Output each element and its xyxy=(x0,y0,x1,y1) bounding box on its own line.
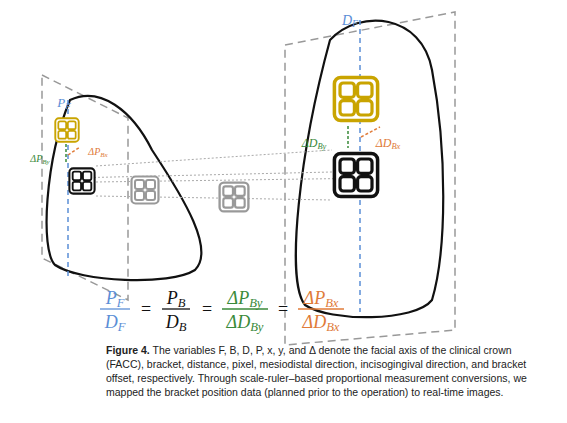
variable-subscript: F xyxy=(117,296,125,310)
variable-symbol: ΔP xyxy=(30,153,42,164)
variable-label: = xyxy=(202,300,212,318)
variable-subscript: B xyxy=(178,296,186,310)
variable-symbol: ΔP xyxy=(228,288,250,308)
caption-number: Figure 4. xyxy=(106,344,150,356)
variable-label: ΔPBx xyxy=(304,289,339,310)
figure-caption: Figure 4. The variables F, B, D, P, x, y… xyxy=(106,344,548,400)
variable-symbol: P xyxy=(167,288,178,308)
variable-subscript: F xyxy=(352,18,358,29)
variable-subscript: By xyxy=(317,142,326,151)
variable-symbol: D xyxy=(166,312,179,332)
variable-symbol: ΔP xyxy=(88,146,100,157)
variable-symbol: D xyxy=(342,13,352,28)
variable-subscript: Bx xyxy=(391,142,400,151)
variable-subscript: B xyxy=(179,320,187,334)
variable-label: PF xyxy=(106,289,125,310)
variable-label: PF xyxy=(57,96,71,111)
variable-label: ΔDBx xyxy=(303,313,340,334)
variable-label: DF xyxy=(105,313,126,334)
variable-label: ΔDBy xyxy=(227,313,264,334)
variable-subscript: By xyxy=(42,158,49,166)
variable-label: = xyxy=(278,300,288,318)
variable-symbol: D xyxy=(105,312,118,332)
variable-symbol: = xyxy=(202,299,212,319)
variable-symbol: ΔD xyxy=(302,136,318,150)
caption-text: The variables F, B, D, P, x, y, and Δ de… xyxy=(106,344,527,398)
variable-symbol: ΔD xyxy=(303,312,327,332)
variable-label: ΔDBy xyxy=(302,137,327,152)
variable-subscript: Bx xyxy=(325,296,338,310)
variable-subscript: By xyxy=(249,296,262,310)
variable-symbol: ΔD xyxy=(376,136,392,150)
variable-label: DB xyxy=(166,313,187,334)
variable-subscript: Bx xyxy=(326,320,339,334)
variable-subscript: Bx xyxy=(100,151,107,159)
variable-label: = xyxy=(141,300,151,318)
variable-symbol: ΔP xyxy=(304,288,326,308)
variable-symbol: P xyxy=(106,288,117,308)
variable-label: DF xyxy=(342,14,358,29)
variable-subscript: F xyxy=(65,101,71,111)
variable-label: PB xyxy=(167,289,186,310)
variable-subscript: F xyxy=(118,320,126,334)
variable-symbol: = xyxy=(278,299,288,319)
variable-label: ΔPBy xyxy=(228,289,263,310)
variable-label: ΔPBx xyxy=(88,147,107,159)
variable-label: ΔDBx xyxy=(376,137,401,152)
variable-symbol: ΔD xyxy=(227,312,251,332)
variable-symbol: = xyxy=(141,299,151,319)
variable-label: ΔPBy xyxy=(30,154,49,166)
variable-symbol: P xyxy=(57,95,65,110)
variable-subscript: By xyxy=(250,320,263,334)
